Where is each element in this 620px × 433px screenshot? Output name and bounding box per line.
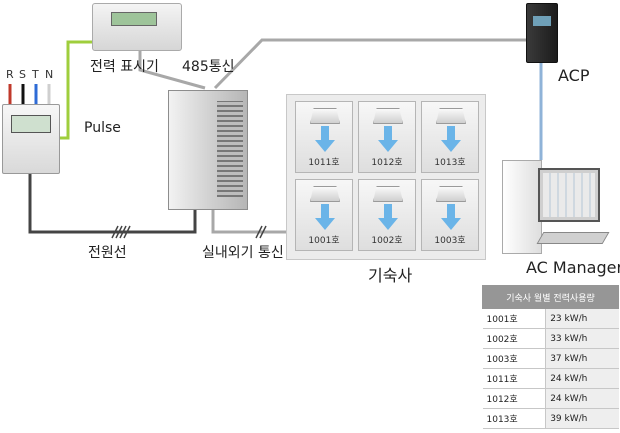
room-number: 1001호 <box>308 236 340 246</box>
room-card: 1003호 <box>421 179 479 251</box>
cassette-unit <box>436 186 466 202</box>
cassette-unit <box>373 186 403 202</box>
rs485-wire <box>138 49 206 90</box>
usage-cell: 24 kW/h <box>545 388 619 409</box>
room-number: 1012호 <box>371 158 403 168</box>
room-card: 1012호 <box>358 101 416 173</box>
pulse-wire <box>58 40 95 140</box>
room-cell: 1001호 <box>482 308 546 329</box>
room-number: 1011호 <box>308 158 340 168</box>
airflow-arrow-icon <box>441 126 461 152</box>
airflow-arrow-icon <box>378 126 398 152</box>
pc-keyboard <box>536 232 610 244</box>
indoor-outdoor-comm-label: 실내외기 통신 <box>202 245 284 261</box>
usage-cell: 33 kW/h <box>545 328 619 349</box>
phase-label-s: S <box>19 68 26 81</box>
power-wire <box>28 172 197 234</box>
room-cell: 1011호 <box>482 368 546 389</box>
pc-tower <box>502 160 542 254</box>
room-card: 1011호 <box>295 101 353 173</box>
usage-cell: 37 kW/h <box>545 348 619 369</box>
usage-cell: 24 kW/h <box>545 368 619 389</box>
acp-label: ACP <box>558 66 590 85</box>
room-card: 1002호 <box>358 179 416 251</box>
phase-label-n: N <box>45 68 54 81</box>
room-cell: 1002호 <box>482 328 546 349</box>
room-number: 1013호 <box>434 158 466 168</box>
dormitory-block: 1011호 1012호 1013호 1001호 1002호 1003호 <box>286 94 486 260</box>
room-number: 1003호 <box>434 236 466 246</box>
room-card: 1013호 <box>421 101 479 173</box>
cable-break-marks <box>111 225 267 239</box>
indoor-outdoor-wire <box>211 208 286 234</box>
usage-table-header: 기숙사 월별 전력사용량 <box>482 285 619 309</box>
pulse-meter-device <box>2 104 60 174</box>
phase-label-t: T <box>32 68 39 81</box>
outdoor-unit-grille <box>217 101 243 197</box>
outdoor-unit <box>168 90 248 210</box>
airflow-arrow-icon <box>378 204 398 230</box>
pulse-label: Pulse <box>84 120 121 136</box>
cassette-unit <box>310 108 340 124</box>
pc-screen <box>543 173 595 217</box>
usage-cell: 23 kW/h <box>545 308 619 329</box>
airflow-arrow-icon <box>315 204 335 230</box>
room-cell: 1003호 <box>482 348 546 369</box>
pulse-meter-display <box>11 115 51 133</box>
pc-monitor <box>538 168 600 222</box>
acp-controller <box>526 3 558 63</box>
airflow-arrow-icon <box>315 126 335 152</box>
cassette-unit <box>373 108 403 124</box>
power-meter-device <box>92 3 182 51</box>
cassette-unit <box>436 108 466 124</box>
power-line-label: 전원선 <box>88 245 127 261</box>
room-card: 1001호 <box>295 179 353 251</box>
dormitory-label: 기숙사 <box>368 266 413 285</box>
comm-485-label: 485통신 <box>182 59 235 75</box>
cassette-unit <box>310 186 340 202</box>
airflow-arrow-icon <box>441 204 461 230</box>
room-cell: 1012호 <box>482 388 546 409</box>
usage-table-title: 기숙사 월별 전력사용량 <box>482 285 619 309</box>
power-meter-display <box>111 12 157 26</box>
acp-display <box>533 16 551 26</box>
room-cell: 1013호 <box>482 408 546 429</box>
phase-label-r: R <box>6 68 14 81</box>
rs485-acp-wire <box>213 38 526 90</box>
usage-cell: 39 kW/h <box>545 408 619 429</box>
power-meter-label: 전력 표시기 <box>90 59 159 75</box>
room-number: 1002호 <box>371 236 403 246</box>
ac-manager-label: AC Manager <box>526 258 620 277</box>
